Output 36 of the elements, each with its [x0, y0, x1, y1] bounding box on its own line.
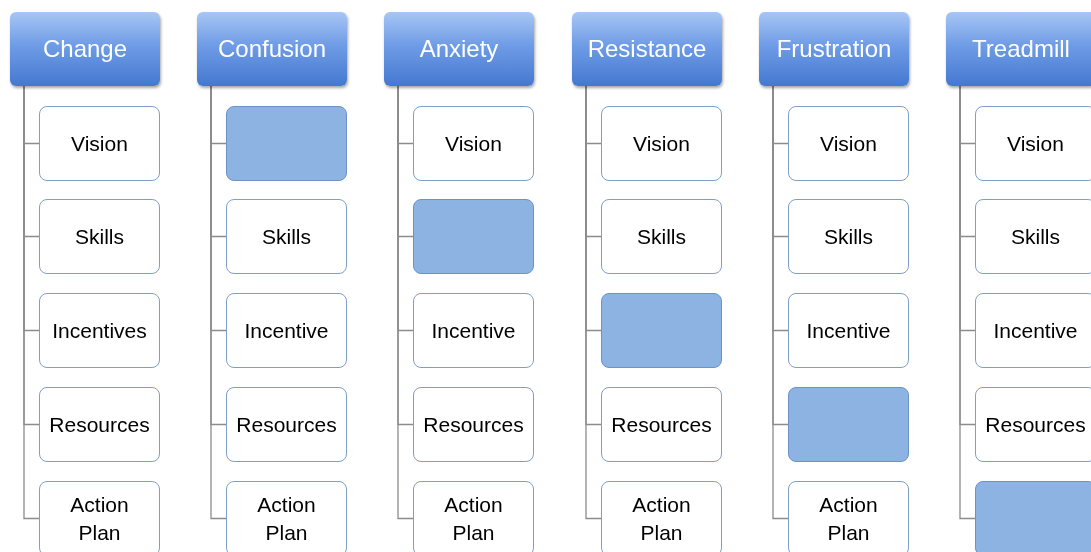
item-box: Vision [413, 106, 534, 181]
filled-box [975, 481, 1091, 552]
item-box: Action Plan [39, 481, 160, 552]
item-box: Vision [788, 106, 909, 181]
item-box: Action Plan [601, 481, 722, 552]
item-box: Action Plan [788, 481, 909, 552]
filled-box [788, 387, 909, 462]
item-box: Vision [39, 106, 160, 181]
header-box: Change [10, 12, 160, 86]
item-box: Vision [601, 106, 722, 181]
item-box: Resources [413, 387, 534, 462]
item-box: Incentive [413, 293, 534, 368]
item-box: Incentive [975, 293, 1091, 368]
filled-box [226, 106, 347, 181]
item-box: Skills [601, 199, 722, 274]
item-box: Action Plan [413, 481, 534, 552]
header-box: Treadmill [946, 12, 1091, 86]
item-box: Skills [788, 199, 909, 274]
item-box: Skills [226, 199, 347, 274]
header-box: Frustration [759, 12, 909, 86]
item-box: Skills [39, 199, 160, 274]
item-box: Resources [39, 387, 160, 462]
item-box: Resources [226, 387, 347, 462]
filled-box [413, 199, 534, 274]
item-box: Vision [975, 106, 1091, 181]
item-box: Incentives [39, 293, 160, 368]
item-box: Action Plan [226, 481, 347, 552]
item-box: Resources [601, 387, 722, 462]
item-box: Skills [975, 199, 1091, 274]
filled-box [601, 293, 722, 368]
item-box: Resources [975, 387, 1091, 462]
item-box: Incentive [226, 293, 347, 368]
header-box: Resistance [572, 12, 722, 86]
header-box: Anxiety [384, 12, 534, 86]
header-box: Confusion [197, 12, 347, 86]
item-box: Incentive [788, 293, 909, 368]
